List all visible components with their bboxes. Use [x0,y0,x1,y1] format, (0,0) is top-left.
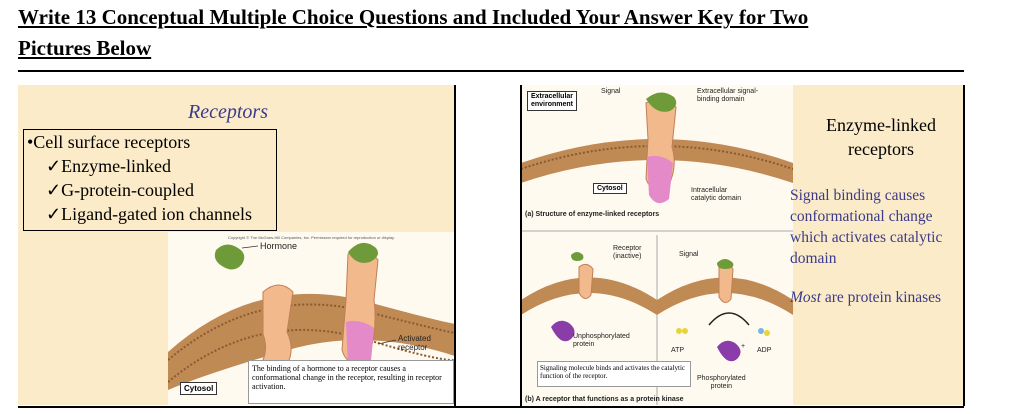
bullet-cell-surface: •Cell surface receptors [27,132,191,152]
receptor-inactive-label-2: (inactive) [613,253,642,260]
intracellular-label: Intracellular catalytic domain [691,187,741,203]
atp-label: ATP [671,347,685,354]
adp-label: ADP [757,347,772,354]
unphosphorylated-label: Unphosphorylated protein [573,333,630,349]
cytosol-label: Cytosol [180,382,218,395]
membrane-illustration [168,242,454,390]
hormone-receptor-figure: Copyright © The McGraw-Hill Companies, I… [168,232,454,405]
slide2-title-line-2: receptors [848,139,914,159]
top-rule [18,70,964,72]
enzyme-membrane-illustration [521,92,793,405]
check-enzyme-linked: ✓Enzyme-linked [46,156,172,176]
intracellular-label-1: Intracellular [691,187,728,194]
ext-domain-label-2: binding domain [697,96,745,103]
phosphorylated-protein-icon [717,340,741,362]
unphosphorylated-protein-icon [551,320,575,342]
protein-kinases-text: Most are protein kinases [790,287,964,308]
heading-line-1: Write 13 Conceptual Multiple Choice Ques… [18,5,809,29]
signal-icon [646,92,677,112]
slide2-left-border [520,85,522,406]
phosphorylated-label: Phosphorylated protein [697,375,746,391]
receptor-inactive-label-1: Receptor [613,245,642,252]
protein-kinases-rest: are protein kinases [821,289,942,306]
extracellular-label: Extracellular environment [527,91,578,111]
heading-line-2: Pictures Below [18,36,152,60]
enzyme-receptor-figure: Extracellular environment Signal Extrace… [521,85,793,405]
cytosol-label-a: Cytosol [593,183,627,194]
catalytic-domain-a-icon [647,155,673,204]
slide2-title-line-1: Enzyme-linked [826,115,936,135]
caption-c: (b) A receptor that functions as a prote… [525,396,684,403]
slide1-right-border [454,85,456,406]
figure-copyright: Copyright © The McGraw-Hill Companies, I… [228,235,395,240]
slide1-title: Receptors [188,101,268,123]
receptor-inactive-label: Receptor (inactive) [613,245,641,261]
signal-binding-text: Signal binding causes conformational cha… [790,187,943,267]
receptor-list-box: •Cell surface receptors ✓Enzyme-linked ✓… [23,129,277,231]
activated-label-2: receptor [398,343,428,352]
hormone-label: Hormone [260,241,298,251]
check-ligand-gated: ✓Ligand-gated ion channels [46,204,253,224]
ext-domain-label-1: Extracellular signal- [697,88,759,95]
signal-label-b: Signal [679,251,699,258]
activated-label-1: Activated [398,334,431,343]
extracellular-label-2: environment [531,101,574,108]
caption-b: Signaling molecule binds and activates t… [537,361,691,387]
intracellular-label-2: catalytic domain [691,195,742,202]
most-emphasis: Most [790,289,821,306]
plus-label: + [741,343,746,350]
hormone-icon [214,244,245,270]
unphosphorylated-label-1: Unphosphorylated [573,333,630,340]
caption-a: (a) Structure of enzyme-linked receptors [525,211,660,218]
page-heading: Write 13 Conceptual Multiple Choice Ques… [18,2,1008,64]
slide-receptors: Receptors •Cell surface receptors ✓Enzym… [18,85,454,405]
signal-label-a: Signal [601,88,621,95]
unphosphorylated-label-2: protein [573,341,595,348]
bound-hormone-icon [348,242,378,263]
slide2-right-border [963,85,965,406]
phosphorylated-label-2: protein [710,383,733,390]
check-g-protein: ✓G-protein-coupled [46,180,195,200]
phosphorylated-label-1: Phosphorylated [697,375,746,382]
slide-enzyme-linked: Extracellular environment Signal Extrace… [521,85,964,405]
slide2-title: Enzyme-linked receptors [801,113,961,161]
ext-domain-label: Extracellular signal- binding domain [697,88,758,104]
figure-caption: The binding of a hormone to a receptor c… [248,360,454,404]
bottom-rule [18,406,964,408]
extracellular-label-1: Extracellular [531,93,574,100]
